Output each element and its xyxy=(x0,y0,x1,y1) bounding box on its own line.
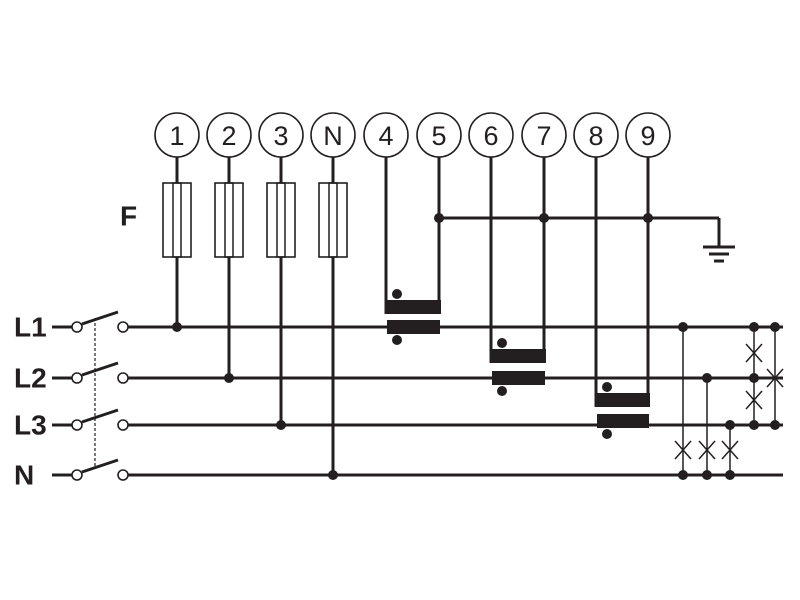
ct-polarity-dot xyxy=(497,386,507,396)
junction-dot xyxy=(702,470,712,480)
switch-blade xyxy=(81,408,119,424)
cross-mark xyxy=(745,390,763,410)
current-transformers xyxy=(386,289,650,439)
terminal-block: 1 2 3 N 4 5 6 7 8 9 xyxy=(154,112,671,158)
junction-dot xyxy=(276,420,286,430)
junctions xyxy=(172,213,780,480)
switch-blade xyxy=(81,310,119,326)
cross-mark xyxy=(766,368,784,388)
ct-primary-bar xyxy=(387,320,440,334)
line-label-N: N xyxy=(14,460,34,491)
fuse-2 xyxy=(214,182,244,258)
fuse-element xyxy=(328,182,338,258)
terminal-label-N: N xyxy=(323,121,343,151)
switch-terminal xyxy=(117,419,129,431)
junction-dot xyxy=(539,213,549,223)
switch-terminal xyxy=(117,372,129,384)
ct-polarity-dot xyxy=(392,335,402,345)
line-label-L1: L1 xyxy=(14,312,47,343)
ct-polarity-dot xyxy=(497,338,507,348)
ct-primary-bar xyxy=(492,371,545,385)
fuse-N xyxy=(318,182,348,258)
line-label-L2: L2 xyxy=(14,363,47,394)
switch-blade xyxy=(81,361,119,377)
fuse-3 xyxy=(266,182,296,258)
terminal-label-8: 8 xyxy=(588,121,603,151)
ct-secondary-bar xyxy=(386,300,441,314)
ct-secondary-bar xyxy=(491,349,546,363)
fuse-element xyxy=(276,182,286,258)
junction-dot xyxy=(434,213,444,223)
fuse-1 xyxy=(162,182,192,258)
wires xyxy=(52,157,784,481)
fuse-element xyxy=(172,182,182,258)
ct-polarity-dot xyxy=(392,289,402,299)
switch-terminal xyxy=(71,419,83,431)
cross-mark xyxy=(745,343,763,363)
cross-mark xyxy=(698,440,716,460)
junction-dot xyxy=(770,420,780,430)
ground-icon xyxy=(703,218,735,263)
terminal-label-2: 2 xyxy=(221,121,236,151)
junction-dot xyxy=(749,322,759,332)
line-label-L3: L3 xyxy=(14,410,47,441)
junction-dot xyxy=(224,373,234,383)
switch-blade xyxy=(81,458,119,474)
junction-dot xyxy=(678,470,688,480)
switch-terminal xyxy=(71,469,83,481)
ct-secondary-bar xyxy=(596,393,650,407)
switch-terminal xyxy=(117,469,129,481)
junction-dot xyxy=(749,373,759,383)
junction-dot xyxy=(643,213,653,223)
fuse-element xyxy=(224,182,234,258)
fuse-label: F xyxy=(120,201,137,232)
terminal-label-9: 9 xyxy=(640,121,655,151)
junction-dot xyxy=(749,420,759,430)
junction-dot xyxy=(678,322,688,332)
terminal-label-6: 6 xyxy=(483,121,498,151)
junction-dot xyxy=(725,470,735,480)
cross-mark xyxy=(721,440,739,460)
terminal-label-5: 5 xyxy=(431,121,446,151)
junction-dot xyxy=(328,470,338,480)
fuses xyxy=(162,182,348,258)
ct-polarity-dot xyxy=(602,429,612,439)
junction-dot xyxy=(725,420,735,430)
junction-dot xyxy=(702,373,712,383)
switch-terminal xyxy=(117,321,129,333)
terminal-label-4: 4 xyxy=(378,121,393,151)
terminal-label-7: 7 xyxy=(536,121,551,151)
junction-dot xyxy=(172,322,182,332)
terminal-label-3: 3 xyxy=(273,121,288,151)
switch-terminal xyxy=(71,372,83,384)
junction-dot xyxy=(770,322,780,332)
terminal-label-1: 1 xyxy=(169,121,184,151)
cross-mark xyxy=(674,440,692,460)
ct-primary-bar xyxy=(597,414,649,428)
ct-polarity-dot xyxy=(602,382,612,392)
switch-terminal xyxy=(71,321,83,333)
